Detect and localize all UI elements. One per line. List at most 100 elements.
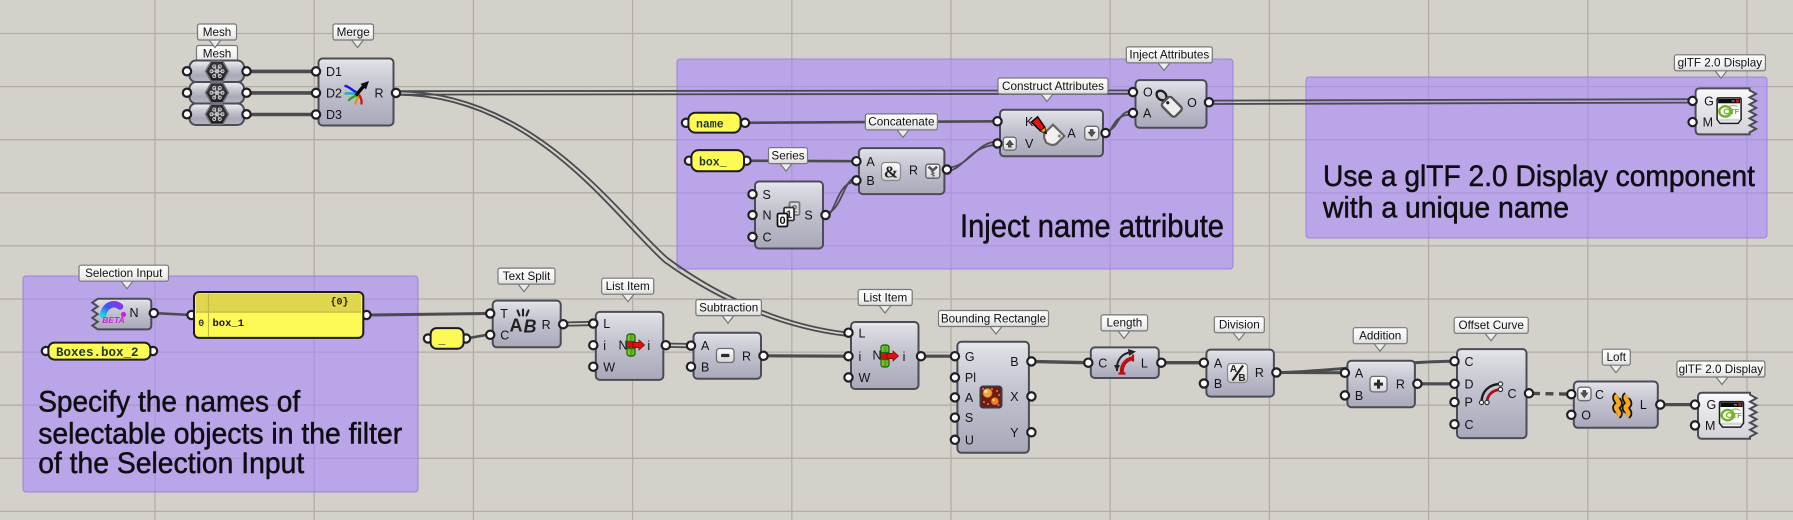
svg-text:L: L [1640, 398, 1647, 412]
svg-text:C: C [500, 328, 509, 342]
svg-text:D1: D1 [326, 65, 342, 79]
svg-text:M: M [1703, 116, 1713, 130]
svg-text:B: B [1238, 373, 1245, 384]
svg-text:glTF 2.0 Display: glTF 2.0 Display [1679, 363, 1764, 376]
svg-text:N: N [872, 349, 881, 363]
svg-text:S: S [763, 188, 771, 202]
svg-text:A: A [1230, 364, 1237, 375]
svg-text:Addition: Addition [1359, 330, 1401, 343]
svg-text:C: C [1595, 388, 1604, 402]
svg-text:&: & [884, 163, 898, 182]
svg-text:selectable objects in the filt: selectable objects in the filter [38, 418, 402, 451]
svg-text:G: G [1707, 398, 1717, 412]
svg-text:C: C [763, 231, 772, 245]
svg-text:R: R [1396, 377, 1405, 391]
svg-text:of the Selection Input: of the Selection Input [38, 447, 304, 480]
svg-text:0: 0 [198, 319, 204, 330]
svg-text:Inject name attribute: Inject name attribute [960, 208, 1224, 244]
svg-text:O: O [1581, 408, 1591, 422]
svg-text:A: A [1143, 107, 1152, 121]
svg-text:B: B [1355, 389, 1363, 403]
svg-text:Y: Y [1010, 426, 1019, 440]
svg-text:0: 0 [779, 215, 785, 227]
svg-text:i: i [859, 350, 862, 364]
svg-text:A: A [1214, 356, 1223, 370]
svg-text:G: G [965, 350, 975, 364]
svg-text:Construct Attributes: Construct Attributes [1002, 80, 1104, 93]
svg-text:L: L [859, 326, 866, 340]
svg-text:A: A [510, 316, 523, 336]
svg-text:R: R [542, 318, 551, 332]
svg-text:V: V [1025, 137, 1034, 151]
svg-text:U: U [965, 433, 974, 447]
svg-text:Text Split: Text Split [503, 270, 551, 283]
svg-text:O: O [1187, 96, 1197, 110]
svg-text:A: A [1355, 366, 1364, 380]
svg-text:Bounding Rectangle: Bounding Rectangle [941, 312, 1046, 325]
svg-text:B: B [1214, 377, 1222, 391]
svg-text:TF: TF [1733, 411, 1743, 420]
svg-text:box_: box_ [699, 157, 727, 170]
svg-text:D2: D2 [326, 87, 342, 101]
svg-text:Length: Length [1106, 317, 1142, 330]
svg-text:O: O [1143, 86, 1153, 100]
svg-text:Mesh: Mesh [203, 47, 232, 60]
svg-text:N: N [763, 209, 772, 223]
svg-text:Loft: Loft [1607, 351, 1627, 364]
svg-text:List Item: List Item [863, 291, 907, 304]
svg-text:C: C [1098, 356, 1107, 370]
svg-text:M: M [1705, 419, 1715, 433]
svg-text:C: C [1465, 355, 1474, 369]
svg-text:A: A [866, 155, 875, 169]
svg-text:Mesh: Mesh [203, 26, 232, 39]
svg-text:Inject Attributes: Inject Attributes [1129, 49, 1209, 62]
svg-text:Selection Input: Selection Input [85, 267, 163, 280]
svg-text:List Item: List Item [606, 280, 650, 293]
svg-text:Boxes.box_2: Boxes.box_2 [56, 346, 139, 360]
svg-text:Specify the names of: Specify the names of [38, 385, 301, 418]
svg-text:Series: Series [771, 149, 804, 162]
svg-text:R: R [374, 87, 383, 101]
svg-text:K: K [1025, 115, 1034, 129]
svg-text:i: i [647, 339, 650, 353]
svg-text:S: S [804, 209, 812, 223]
svg-text:name: name [696, 118, 724, 131]
svg-text:P: P [1465, 396, 1473, 410]
svg-text:glTF 2.0 Display: glTF 2.0 Display [1678, 57, 1763, 70]
svg-text:i: i [903, 350, 906, 364]
svg-text:B: B [524, 317, 537, 337]
svg-text:TF: TF [1730, 107, 1740, 116]
svg-text:B: B [1010, 355, 1018, 369]
svg-text:R: R [742, 349, 751, 363]
svg-text:Offset Curve: Offset Curve [1459, 319, 1524, 332]
svg-text:with a unique name: with a unique name [1322, 192, 1569, 225]
svg-text:D: D [1465, 377, 1474, 391]
svg-text:X: X [1010, 390, 1019, 404]
svg-text:Merge: Merge [337, 26, 370, 39]
svg-text:1: 1 [786, 209, 792, 221]
svg-text:N: N [618, 339, 627, 353]
svg-text:D3: D3 [326, 108, 342, 122]
svg-text:W: W [603, 360, 615, 374]
svg-text:B: B [701, 360, 709, 374]
svg-text:S: S [965, 411, 973, 425]
svg-text:C: C [1465, 418, 1474, 432]
svg-text:box_1: box_1 [213, 318, 245, 330]
svg-text:A: A [1067, 127, 1076, 141]
svg-text:T: T [500, 307, 508, 321]
svg-text:Subtraction: Subtraction [699, 301, 758, 314]
svg-text:Use a glTF 2.0 Display compone: Use a glTF 2.0 Display component [1323, 160, 1755, 193]
svg-text:L: L [603, 317, 610, 331]
svg-text:BETA: BETA [102, 315, 125, 325]
svg-text:C: C [1507, 387, 1516, 401]
svg-text:N: N [129, 306, 138, 320]
svg-text:Division: Division [1219, 319, 1260, 332]
svg-text:L: L [1141, 356, 1148, 370]
svg-text:Pl: Pl [965, 371, 976, 385]
svg-text:{0}: {0} [330, 297, 348, 309]
svg-text:_: _ [438, 335, 446, 348]
svg-text:W: W [859, 371, 871, 385]
svg-text:R: R [909, 163, 918, 177]
svg-text:Concatenate: Concatenate [868, 116, 934, 129]
svg-text:i: i [603, 339, 606, 353]
